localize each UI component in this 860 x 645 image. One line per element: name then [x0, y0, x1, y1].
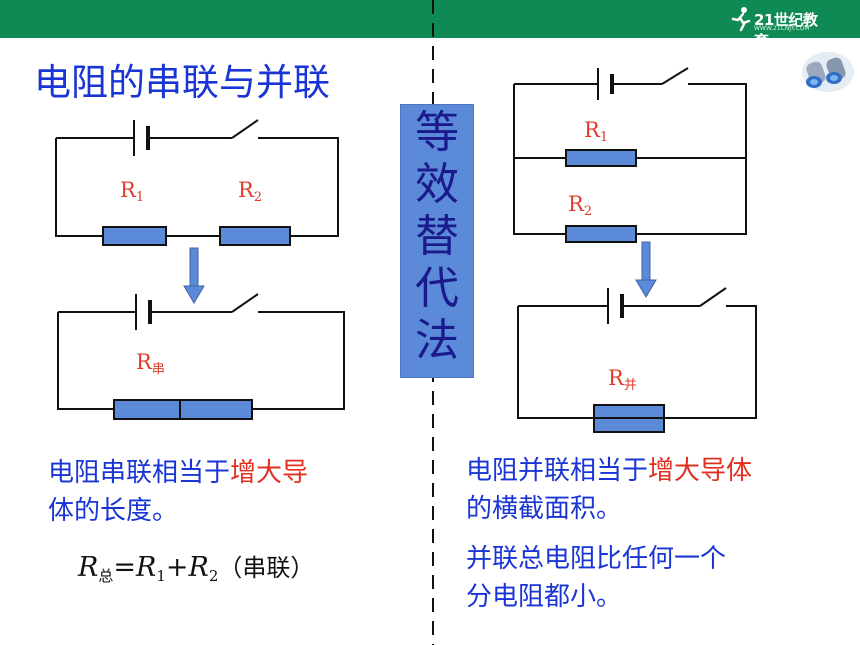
switch-icon	[231, 119, 259, 139]
resistor-r1	[102, 226, 167, 246]
parallel-equivalent-circuit	[517, 287, 757, 433]
label-r1-parallel: R1	[584, 118, 609, 145]
series-formula: R总=R1+R2（串联）	[78, 552, 315, 585]
series-equivalent-circuit	[57, 293, 345, 420]
runner-icon	[731, 7, 751, 32]
method-char: 替	[415, 211, 459, 262]
method-char: 效	[415, 159, 459, 210]
site-logo[interactable]: 21世纪教育 WWW.21CNJY.COM	[730, 6, 830, 50]
method-char: 等	[415, 107, 459, 158]
series-note: 电阻串联相当于增大导 体的长度。	[48, 458, 309, 526]
parallel-note: 电阻并联相当于增大导体 的横截面积。	[466, 456, 753, 524]
label-r2-parallel: R2	[568, 192, 593, 219]
label-r2: R2	[238, 178, 263, 205]
parallel-circuit	[513, 67, 747, 243]
header-bar: 21世纪教育 WWW.21CNJY.COM	[0, 0, 860, 50]
binoculars-icon	[802, 52, 854, 92]
logo-subtext: WWW.21CNJY.COM	[754, 25, 810, 32]
series-circuit	[55, 119, 339, 246]
method-char: 代	[415, 263, 459, 314]
method-char: 法	[415, 315, 459, 366]
resistor-r1-parallel	[565, 149, 637, 167]
logo-text: 21世纪教育	[754, 11, 818, 50]
method-box: 等 效 替 代 法	[400, 104, 474, 378]
resistor-r2	[219, 226, 291, 246]
label-r-parallel: R并	[608, 366, 637, 393]
resistor-series-total	[113, 399, 253, 420]
down-arrow-icon	[183, 247, 205, 304]
label-r1: R1	[120, 178, 145, 205]
parallel-note-2: 并联总电阻比任何一个 分电阻都小。	[466, 544, 727, 612]
down-arrow-icon	[635, 241, 657, 298]
label-r-series: R串	[136, 350, 165, 377]
resistor-r2-parallel	[565, 225, 637, 243]
slide-title: 电阻的串联与并联	[34, 61, 330, 104]
